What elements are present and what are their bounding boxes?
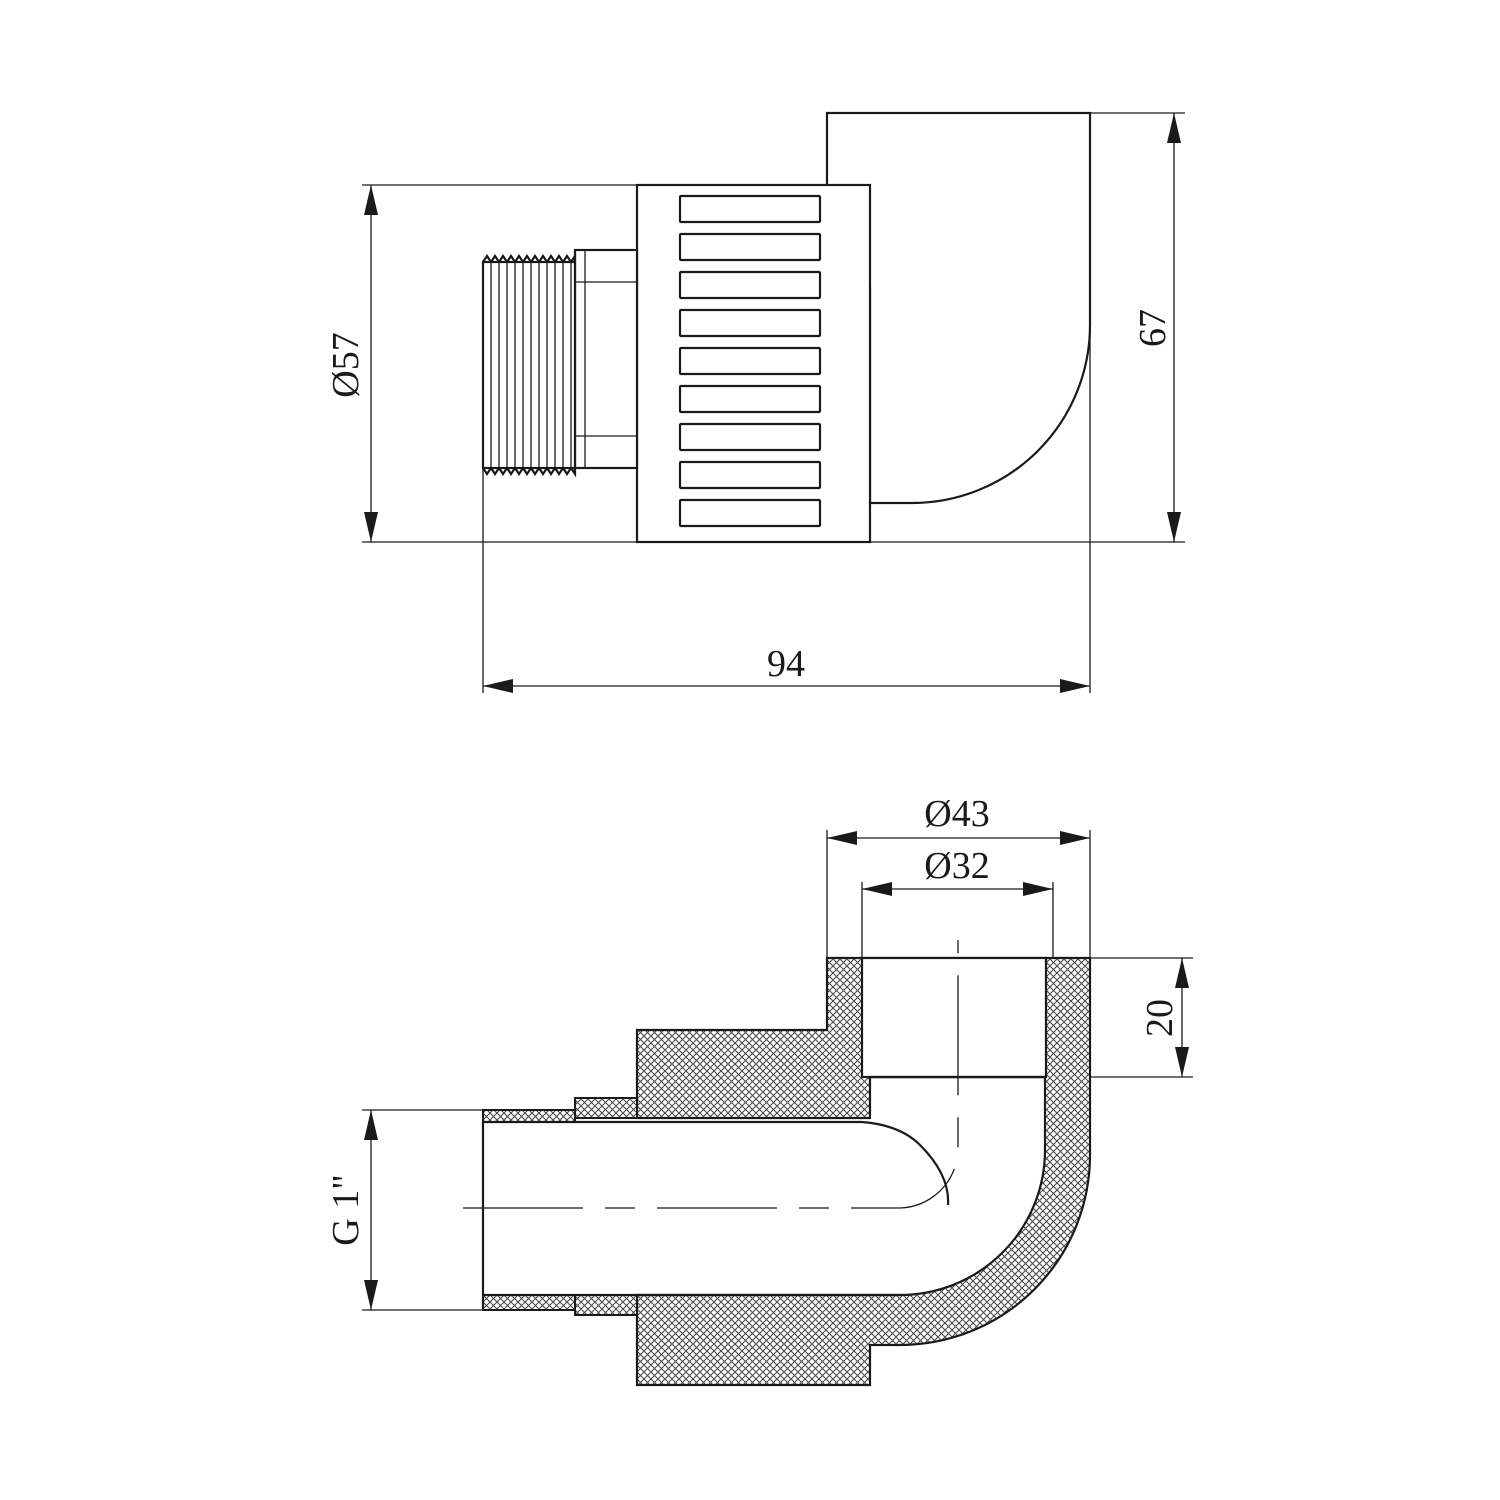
thread-bottom-section [482, 1294, 576, 1311]
brass-insert-bottom [574, 1294, 638, 1316]
dim-socket-depth-label: 20 [1139, 999, 1181, 1037]
union-nut [635, 183, 872, 544]
brass-insert-top [574, 1097, 638, 1119]
thread-lines [482, 252, 577, 478]
male-thread [481, 252, 577, 478]
elbow-exterior-view [481, 111, 1092, 544]
dim-thread-label: G 1" [325, 1174, 367, 1245]
elbow-section-view [463, 940, 1092, 1387]
union-nut-ribs [678, 194, 822, 528]
top-view-dimensions: Ø57 67 94 [325, 112, 1185, 693]
center-line [463, 940, 959, 1209]
dim-outer-diameter-label: Ø57 [325, 332, 367, 397]
dim-socket-inner-label: Ø32 [924, 845, 989, 887]
socket-bore [860, 956, 1048, 1079]
dim-length-label: 94 [767, 643, 805, 685]
thread-top-section [482, 1109, 576, 1123]
dim-socket-outer-label: Ø43 [924, 793, 989, 835]
section-view-dimensions: Ø43 Ø32 20 G 1" [325, 793, 1193, 1311]
dim-height-label: 67 [1132, 309, 1174, 347]
hex-insert [573, 248, 639, 470]
